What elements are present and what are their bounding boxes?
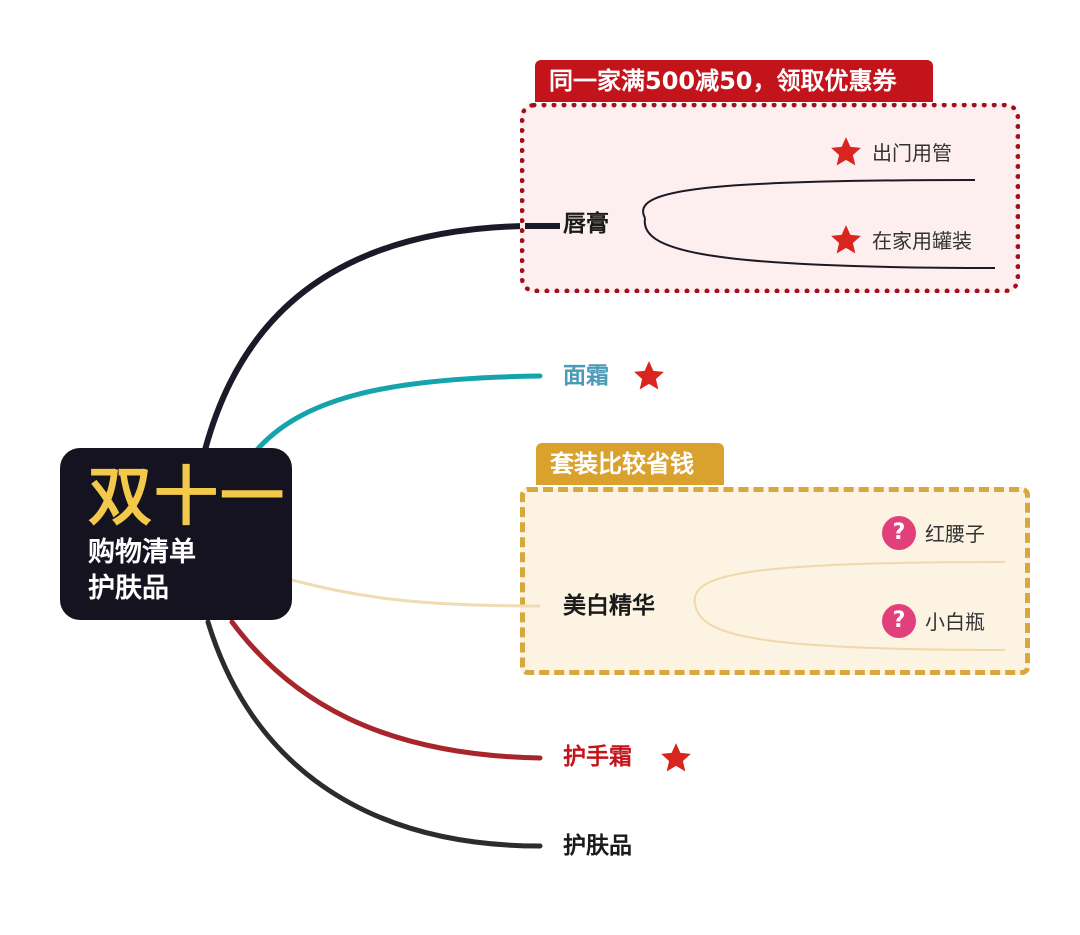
- star-icon: [831, 225, 861, 254]
- star-icon: [634, 361, 664, 390]
- leaf-small-white-bottle[interactable]: 小白瓶: [925, 610, 985, 634]
- sub-line-white-bottle-overlay: [694, 603, 1006, 651]
- serum-group-box: [520, 487, 1030, 675]
- branch-line-lip-balm: [202, 223, 528, 453]
- leaf-red-kidney[interactable]: 红腰子: [925, 522, 985, 546]
- branch-line-hand-cream: [229, 619, 543, 761]
- question-icon: ?: [882, 604, 916, 638]
- bundle-callout-tag: 套装比较省钱: [536, 443, 724, 485]
- leaf-tube[interactable]: 出门用管: [872, 141, 952, 165]
- sub-line-jar-overlay: [643, 217, 996, 269]
- branch-line-face-cream: [252, 373, 543, 455]
- node-face-cream[interactable]: 面霜: [563, 363, 609, 389]
- root-subtitle-line1: 购物清单: [88, 537, 196, 568]
- question-icon: ?: [882, 516, 916, 550]
- node-hand-cream[interactable]: 护手霜: [563, 744, 632, 770]
- leaf-jar[interactable]: 在家用罐装: [872, 229, 972, 253]
- sub-line-tube-overlay: [642, 179, 976, 219]
- root-subtitle-line2: 护肤品: [88, 573, 169, 604]
- node-lip-balm[interactable]: 唇膏: [563, 211, 609, 237]
- branch-line-whitening-serum: [290, 578, 542, 608]
- branch-line-skincare: [205, 619, 543, 849]
- star-icon: [831, 137, 861, 166]
- star-icon: [661, 743, 691, 772]
- coupon-callout-tag: 同一家满500减50，领取优惠券: [535, 60, 933, 102]
- root-title: 双十一: [88, 461, 286, 535]
- node-skincare[interactable]: 护肤品: [563, 833, 632, 859]
- root-node[interactable]: [60, 448, 292, 620]
- sub-line-red-kidney-overlay: [693, 561, 1006, 605]
- node-whitening-serum[interactable]: 美白精华: [563, 593, 655, 619]
